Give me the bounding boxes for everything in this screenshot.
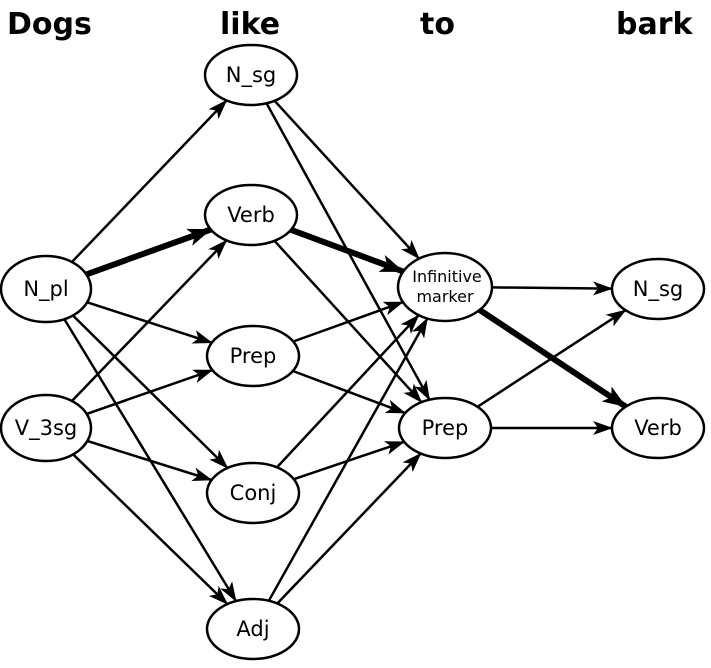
node-infinitive-marker-label-line1: Infinitive xyxy=(412,267,482,286)
edge-verb-1-to-inf-marker xyxy=(289,226,405,275)
header-word-to: to xyxy=(420,7,455,42)
node-conj-like-label: Conj xyxy=(230,481,277,505)
edges-group xyxy=(63,99,628,605)
node-n-sg-bark: N_sg xyxy=(610,257,706,321)
header-word-bark: bark xyxy=(616,7,694,42)
edge-v-3sg-to-verb-1 xyxy=(70,239,228,402)
edge-adj-1-to-prep-2 xyxy=(276,452,422,605)
edge-v-3sg-to-adj-1 xyxy=(72,453,229,605)
edge-inf-marker-to-n-sg-2 xyxy=(491,281,613,296)
edge-n-sg-1-to-inf-marker xyxy=(273,99,421,260)
node-prep-to-label: Prep xyxy=(422,416,469,440)
node-verb-bark: Verb xyxy=(610,396,706,460)
node-verb-like-label: Verb xyxy=(227,203,275,227)
node-n-sg-bark-label: N_sg xyxy=(633,277,683,302)
node-prep-like-label: Prep xyxy=(230,344,277,368)
node-infinitive-marker: Infinitive marker xyxy=(396,251,494,323)
node-v-3sg: V_3sg xyxy=(0,393,93,463)
node-n-sg-like: N_sg xyxy=(203,43,299,107)
node-conj-like: Conj xyxy=(205,461,301,525)
node-prep-like: Prep xyxy=(205,324,301,388)
header-word-like: like xyxy=(220,7,280,42)
node-infinitive-marker-label-line2: marker xyxy=(416,287,474,306)
node-prep-to: Prep xyxy=(397,396,493,460)
edge-adj-1-to-inf-marker xyxy=(267,317,429,602)
edge-conj-1-to-inf-marker xyxy=(275,314,420,469)
node-n-sg-like-label: N_sg xyxy=(226,63,276,88)
node-n-pl: N_pl xyxy=(0,254,93,324)
node-verb-bark-label: Verb xyxy=(634,416,682,440)
nodes-group: N_pl V_3sg N_sg Verb Prep Conj Adj Infi xyxy=(0,43,706,661)
edge-v-3sg-to-conj-1 xyxy=(87,439,213,482)
edge-prep-1-to-prep-2 xyxy=(292,369,407,415)
edge-prep-2-to-n-sg-2 xyxy=(476,309,627,408)
edge-v-3sg-to-prep-1 xyxy=(86,368,214,416)
edge-prep-1-to-inf-marker xyxy=(292,300,404,343)
edge-n-pl-to-verb-1 xyxy=(85,226,212,278)
header-word-dogs: Dogs xyxy=(7,7,92,42)
node-verb-like: Verb xyxy=(203,183,299,247)
edge-n-pl-to-n-sg-1 xyxy=(70,99,228,263)
node-v-3sg-label: V_3sg xyxy=(15,416,78,441)
node-adj-like-label: Adj xyxy=(236,617,269,641)
node-n-pl-label: N_pl xyxy=(23,277,68,302)
node-adj-like: Adj xyxy=(205,597,301,661)
edge-n-pl-to-prep-1 xyxy=(86,301,213,344)
